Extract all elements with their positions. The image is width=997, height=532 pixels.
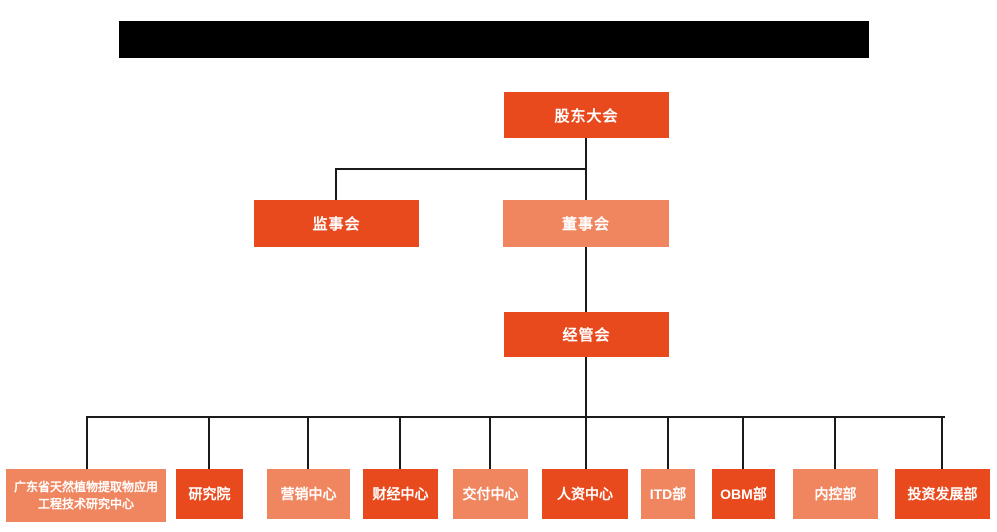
org-node-department: 研究院 (176, 469, 243, 519)
connector-line (399, 416, 401, 469)
connector-line (585, 416, 587, 469)
org-node-department: 交付中心 (453, 469, 528, 519)
connector-line (307, 416, 309, 469)
org-node-department: 财经中心 (363, 469, 438, 519)
org-node-supervisory-board: 监事会 (254, 200, 419, 247)
connector-line (335, 168, 587, 170)
org-node-department: 人资中心 (542, 469, 628, 519)
connector-line (941, 416, 943, 469)
connector-line (834, 416, 836, 469)
connector-line (86, 416, 88, 469)
org-node-department: ITD部 (641, 469, 695, 519)
org-node-department: 内控部 (793, 469, 878, 519)
org-node-department: 营销中心 (267, 469, 350, 519)
org-node-shareholders-meeting: 股东大会 (504, 92, 669, 138)
connector-line (667, 416, 669, 469)
connector-line (86, 416, 945, 418)
connector-line (335, 168, 337, 200)
connector-line (742, 416, 744, 469)
org-node-department: 投资发展部 (895, 469, 990, 519)
org-node-department: 广东省天然植物提取物应用工程技术研究中心 (6, 469, 166, 522)
connector-line (208, 416, 210, 469)
connector-line (489, 416, 491, 469)
redacted-title-bar (119, 21, 869, 58)
connector-line (585, 357, 587, 417)
org-node-board-of-directors: 董事会 (503, 200, 669, 247)
connector-line (585, 247, 587, 312)
org-node-department: OBM部 (712, 469, 775, 519)
org-node-management-committee: 经管会 (504, 312, 669, 357)
